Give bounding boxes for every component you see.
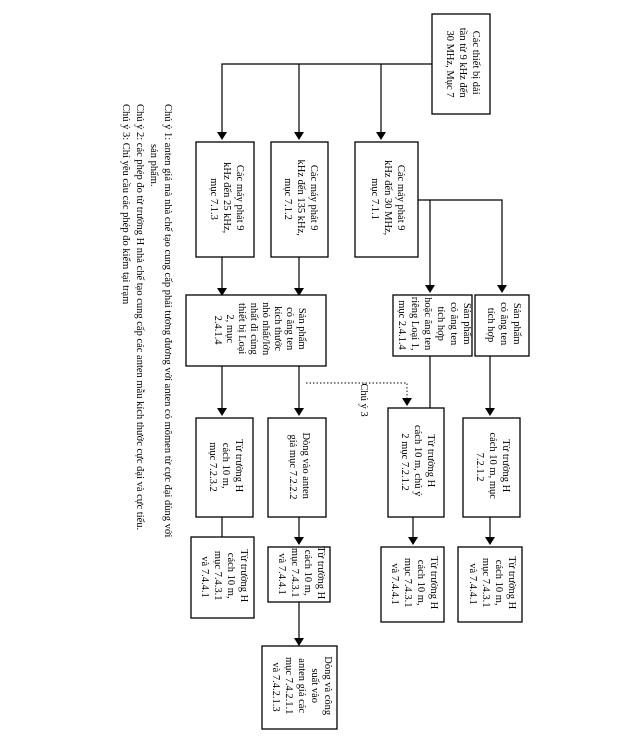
box-7-1-2: Các máy phát 9 kHz đến 135 kHz, mục 7.1.… [270, 141, 329, 258]
note-3: Chú ý 3: Chỉ yêu cầu các phép đo kiểm tạ… [120, 104, 131, 304]
svg-text:Sản phẩm có ăng ten: Sản phẩm có ăng ten kích thước nhỏ nhất/… [212, 302, 307, 358]
box-7-2-1-2: Từ trường H cách 10 m, mục 7.2.1.2 [462, 417, 521, 518]
svg-text:Các máy phát 9 kHz đến 1: Các máy phát 9 kHz đến 135 kHz, mục 7.1.… [282, 159, 319, 238]
box-7-2-1-2-note-2: Từ trường H cách 10 m, chú ý 2 mục 7.2.1… [387, 407, 445, 518]
box-7-2-3-2: Từ trường H cách 10 m, mục 7.2.3.2 [195, 417, 254, 518]
svg-text:Các máy phát 9 kHz đến 3: Các máy phát 9 kHz đến 30 MHz, mục 7.1.1 [369, 160, 406, 238]
box-7-4-3-1-a: Từ trường H cách 10 m, mục 7.4.3.1 và 7.… [457, 546, 523, 623]
svg-text:Các thiết bị dải tần từ: Các thiết bị dải tần từ 9 kHz đến 30 MHz… [444, 28, 481, 100]
svg-text:Các máy phát 9 kHz đến 2: Các máy phát 9 kHz đến 25 kHz, mục 7.1.3 [208, 162, 245, 236]
svg-text:Sản phẩm có ăng ten: Sản phẩm có ăng ten tích hợp hoặc ăng te… [396, 297, 472, 354]
note-3-marker: Chú ý 3 [358, 383, 369, 416]
note-2: Chú ý 2: các phép đo từ trường H nhà chế… [134, 104, 145, 530]
svg-text:Từ trường H cách 10 m,: Từ trường H cách 10 m, mục 7.4.3.1 và 7.… [276, 546, 326, 602]
connectors [221, 63, 503, 638]
box-7-1-1: Các máy phát 9 kHz đến 30 MHz, mục 7.1.1 [354, 141, 419, 258]
box-product-class-2: Sản phẩm có ăng ten kích thước nhỏ nhất/… [185, 294, 327, 367]
box-7-4-3-1-b: Từ trường H cách 10 m, mục 7.4.3.1 và 7.… [380, 546, 445, 623]
svg-text:Từ trường H cách 10 m,: Từ trường H cách 10 m, mục 7.4.3.1 và 7.… [199, 549, 249, 605]
svg-text:Dòng và công suất vào: Dòng và công suất vào anten giả các mục … [270, 656, 333, 718]
svg-text:Từ trường H cách 10 m,: Từ trường H cách 10 m, mục 7.4.3.1 và 7.… [389, 556, 439, 612]
box-7-4-2-1: Dòng và công suất vào anten giả các mục … [261, 645, 338, 730]
svg-text:Sản phẩm có ăng ten: Sản phẩm có ăng ten tích hợp [485, 302, 522, 348]
svg-text:Dòng vào anten giả mục 7: Dòng vào anten giả mục 7.2.2.2 [287, 432, 311, 501]
note-1-line-2: sản phẩm. [148, 144, 159, 187]
box-7-2-2-2: Dòng vào anten giả mục 7.2.2.2 [267, 417, 327, 518]
box-7-1-3: Các máy phát 9 kHz đến 25 kHz, mục 7.1.3 [195, 141, 255, 258]
box-product-class-1: Sản phẩm có ăng ten tích hợp hoặc ăng te… [392, 294, 473, 357]
box-7-4-3-1-c: Từ trường H cách 10 m, mục 7.4.3.1 và 7.… [267, 546, 331, 603]
svg-text:Từ trường H cách 10 m,: Từ trường H cách 10 m, mục 7.4.3.1 và 7.… [467, 556, 517, 612]
box-product-integrated-antenna: Sản phẩm có ăng ten tích hợp [474, 294, 530, 357]
root-box: Các thiết bị dải tần từ 9 kHz đến 30 MHz… [431, 13, 491, 115]
svg-text:Từ trường H cách 10 m, m: Từ trường H cách 10 m, mục 7.2.1.2 [474, 432, 511, 501]
svg-text:Từ trường H cách 10 m,: Từ trường H cách 10 m, mục 7.2.3.2 [207, 439, 244, 495]
notes: Chú ý 1: anten giả mà nhà chế tạo cung c… [120, 104, 173, 537]
svg-text:Từ trường H cách 10 m, c: Từ trường H cách 10 m, chú ý 2 mục 7.2.1… [399, 425, 436, 499]
box-7-4-3-1-d: Từ trường H cách 10 m, mục 7.4.3.1 và 7.… [190, 536, 255, 619]
note-1-line-1: Chú ý 1: anten giả mà nhà chế tạo cung c… [162, 104, 173, 537]
